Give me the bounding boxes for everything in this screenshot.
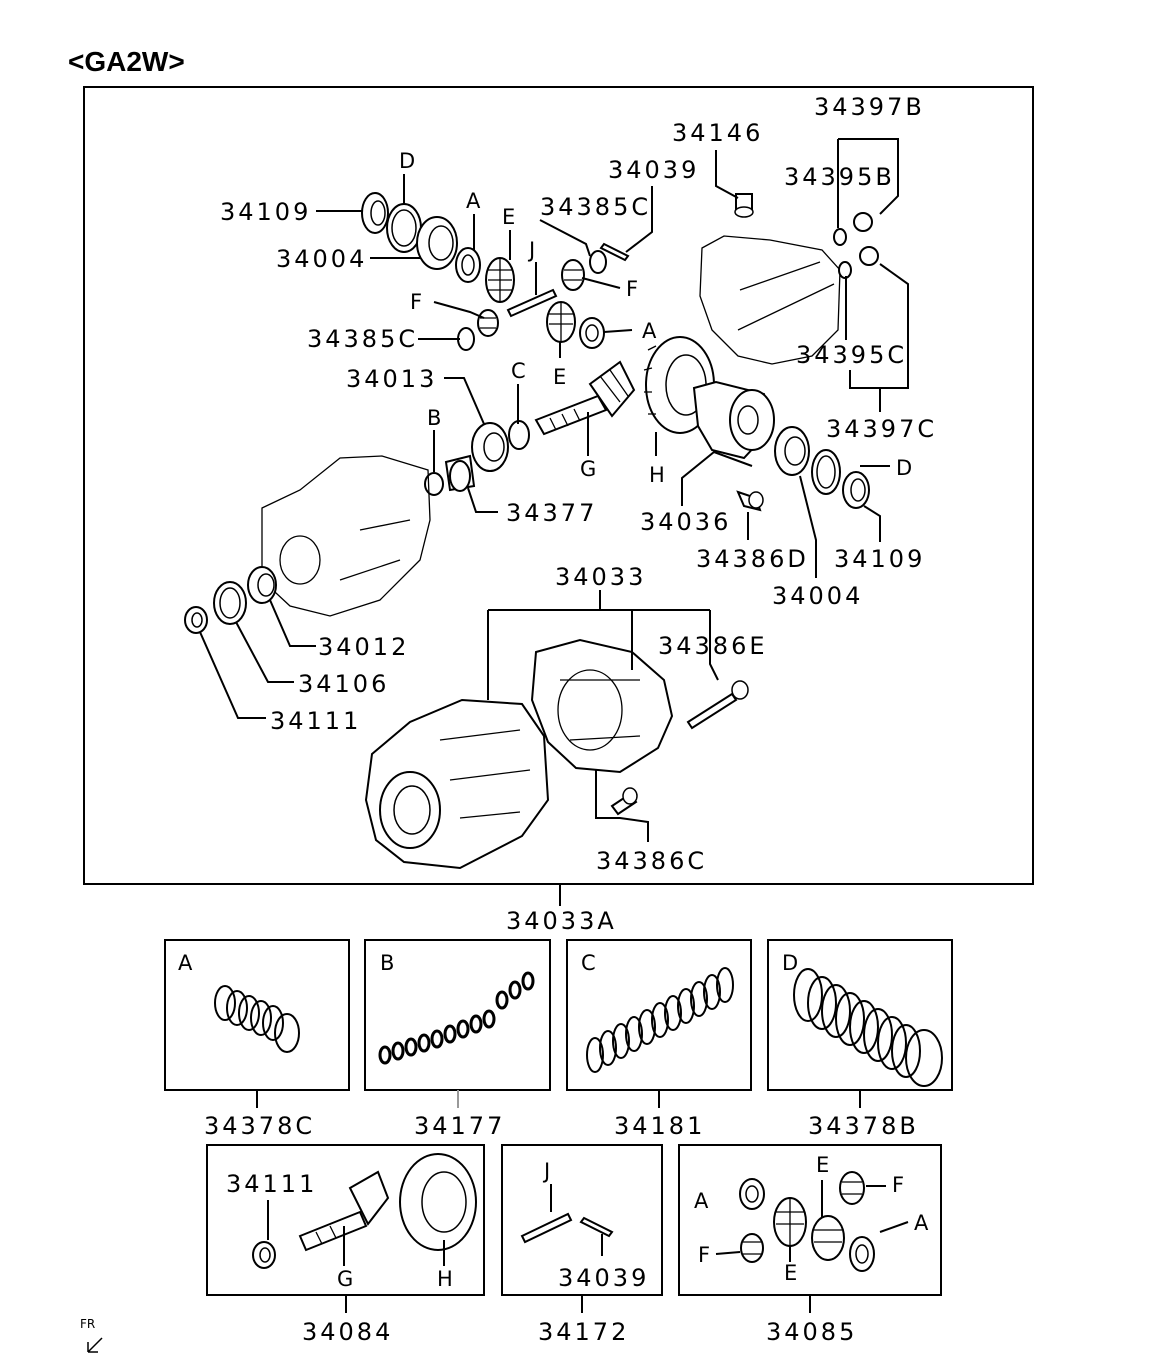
kit-34085-a2-label: A: [914, 1211, 929, 1235]
front-housing-ghost: [184, 455, 431, 634]
kit-34084-h-label: H: [437, 1267, 453, 1291]
main-labels: 34109 34004 D A E J F 34385C 34385C 3403…: [220, 93, 937, 935]
diagram-title: <GA2W>: [68, 46, 185, 77]
kit-box-34085: A E F A F E 34085: [678, 1144, 942, 1346]
kit-34084-nut-label: 34111: [226, 1170, 317, 1198]
label-34012: 34012: [318, 633, 409, 661]
label-34109-upper: 34109: [220, 198, 311, 226]
label-c: C: [511, 359, 526, 383]
rear-cover-ghost: [699, 193, 879, 365]
label-34386c: 34386C: [596, 847, 707, 875]
label-34033: 34033: [555, 563, 646, 591]
spring-box-c: C 34181: [566, 939, 752, 1140]
kit-34084-g-label: G: [337, 1267, 353, 1291]
label-34036: 34036: [640, 508, 731, 536]
label-e-upper: E: [502, 205, 515, 229]
label-f-left: F: [410, 290, 422, 314]
kit-box-34085-part: 34085: [766, 1318, 857, 1346]
label-e-lower: E: [553, 365, 566, 389]
kit-box-34084-part: 34084: [302, 1318, 393, 1346]
label-d-lower: D: [896, 456, 912, 480]
spring-box-a: A 34378C: [164, 939, 350, 1140]
label-34395b: 34395B: [784, 163, 895, 191]
label-34004-upper: 34004: [276, 245, 367, 273]
housing-assembly: [364, 638, 749, 870]
spring-box-b-part: 34177: [414, 1112, 505, 1140]
label-g: G: [580, 457, 596, 481]
fr-direction-mark: FR: [80, 1317, 103, 1353]
fr-label: FR: [80, 1317, 95, 1331]
label-34385c-upper: 34385C: [540, 193, 651, 221]
label-a-upper: A: [466, 189, 481, 213]
kit-box-34172: J 34039 34172: [501, 1144, 663, 1346]
kit-34085-e1-label: E: [816, 1153, 829, 1177]
spring-box-b: B 34177: [364, 939, 551, 1140]
label-34397b: 34397B: [814, 93, 925, 121]
label-f-right: F: [626, 277, 638, 301]
label-34385c-left: 34385C: [307, 325, 418, 353]
differential-carrier: [643, 336, 870, 512]
spring-box-d: D 34378B: [767, 939, 953, 1140]
spring-box-a-letter: A: [178, 951, 193, 975]
spring-box-d-part: 34378B: [808, 1112, 919, 1140]
label-34386e: 34386E: [658, 632, 768, 660]
main-frame: [83, 86, 1034, 885]
kit-34085-f2-label: F: [698, 1243, 710, 1267]
label-34004-lower: 34004: [772, 582, 863, 610]
spring-box-d-letter: D: [782, 951, 798, 975]
label-d-upper: D: [399, 149, 415, 173]
kit-box-34172-part: 34172: [538, 1318, 629, 1346]
spring-box-c-part: 34181: [614, 1112, 705, 1140]
kit-34085-e2-label: E: [784, 1261, 797, 1285]
label-34039: 34039: [608, 156, 699, 184]
upper-bearing-stack: [361, 192, 630, 351]
label-34109-lower: 34109: [834, 545, 925, 573]
label-34106: 34106: [298, 670, 389, 698]
label-34033a: 34033A: [506, 907, 617, 935]
label-34397c: 34397C: [826, 415, 937, 443]
kit-box-34084: 34111 G H 34084: [206, 1144, 485, 1346]
spring-box-a-part: 34378C: [204, 1112, 315, 1140]
label-34013: 34013: [346, 365, 437, 393]
pinion-assembly: [424, 360, 636, 496]
label-h: H: [649, 463, 665, 487]
kit-34172-j-label: J: [542, 1159, 550, 1183]
label-34146: 34146: [672, 119, 763, 147]
kit-34172-pin-label: 34039: [558, 1264, 649, 1292]
label-a-right: A: [642, 319, 657, 343]
label-j: J: [527, 238, 535, 262]
leader-lines: [199, 138, 909, 906]
kit-34085-f1-label: F: [892, 1173, 904, 1197]
label-34386d: 34386D: [696, 545, 809, 573]
spring-box-c-letter: C: [581, 951, 596, 975]
label-34111: 34111: [270, 707, 361, 735]
label-34377: 34377: [506, 499, 597, 527]
kit-34085-a1-label: A: [694, 1189, 709, 1213]
label-34395c: 34395C: [796, 341, 907, 369]
label-b: B: [427, 406, 441, 430]
spring-box-b-letter: B: [380, 951, 394, 975]
